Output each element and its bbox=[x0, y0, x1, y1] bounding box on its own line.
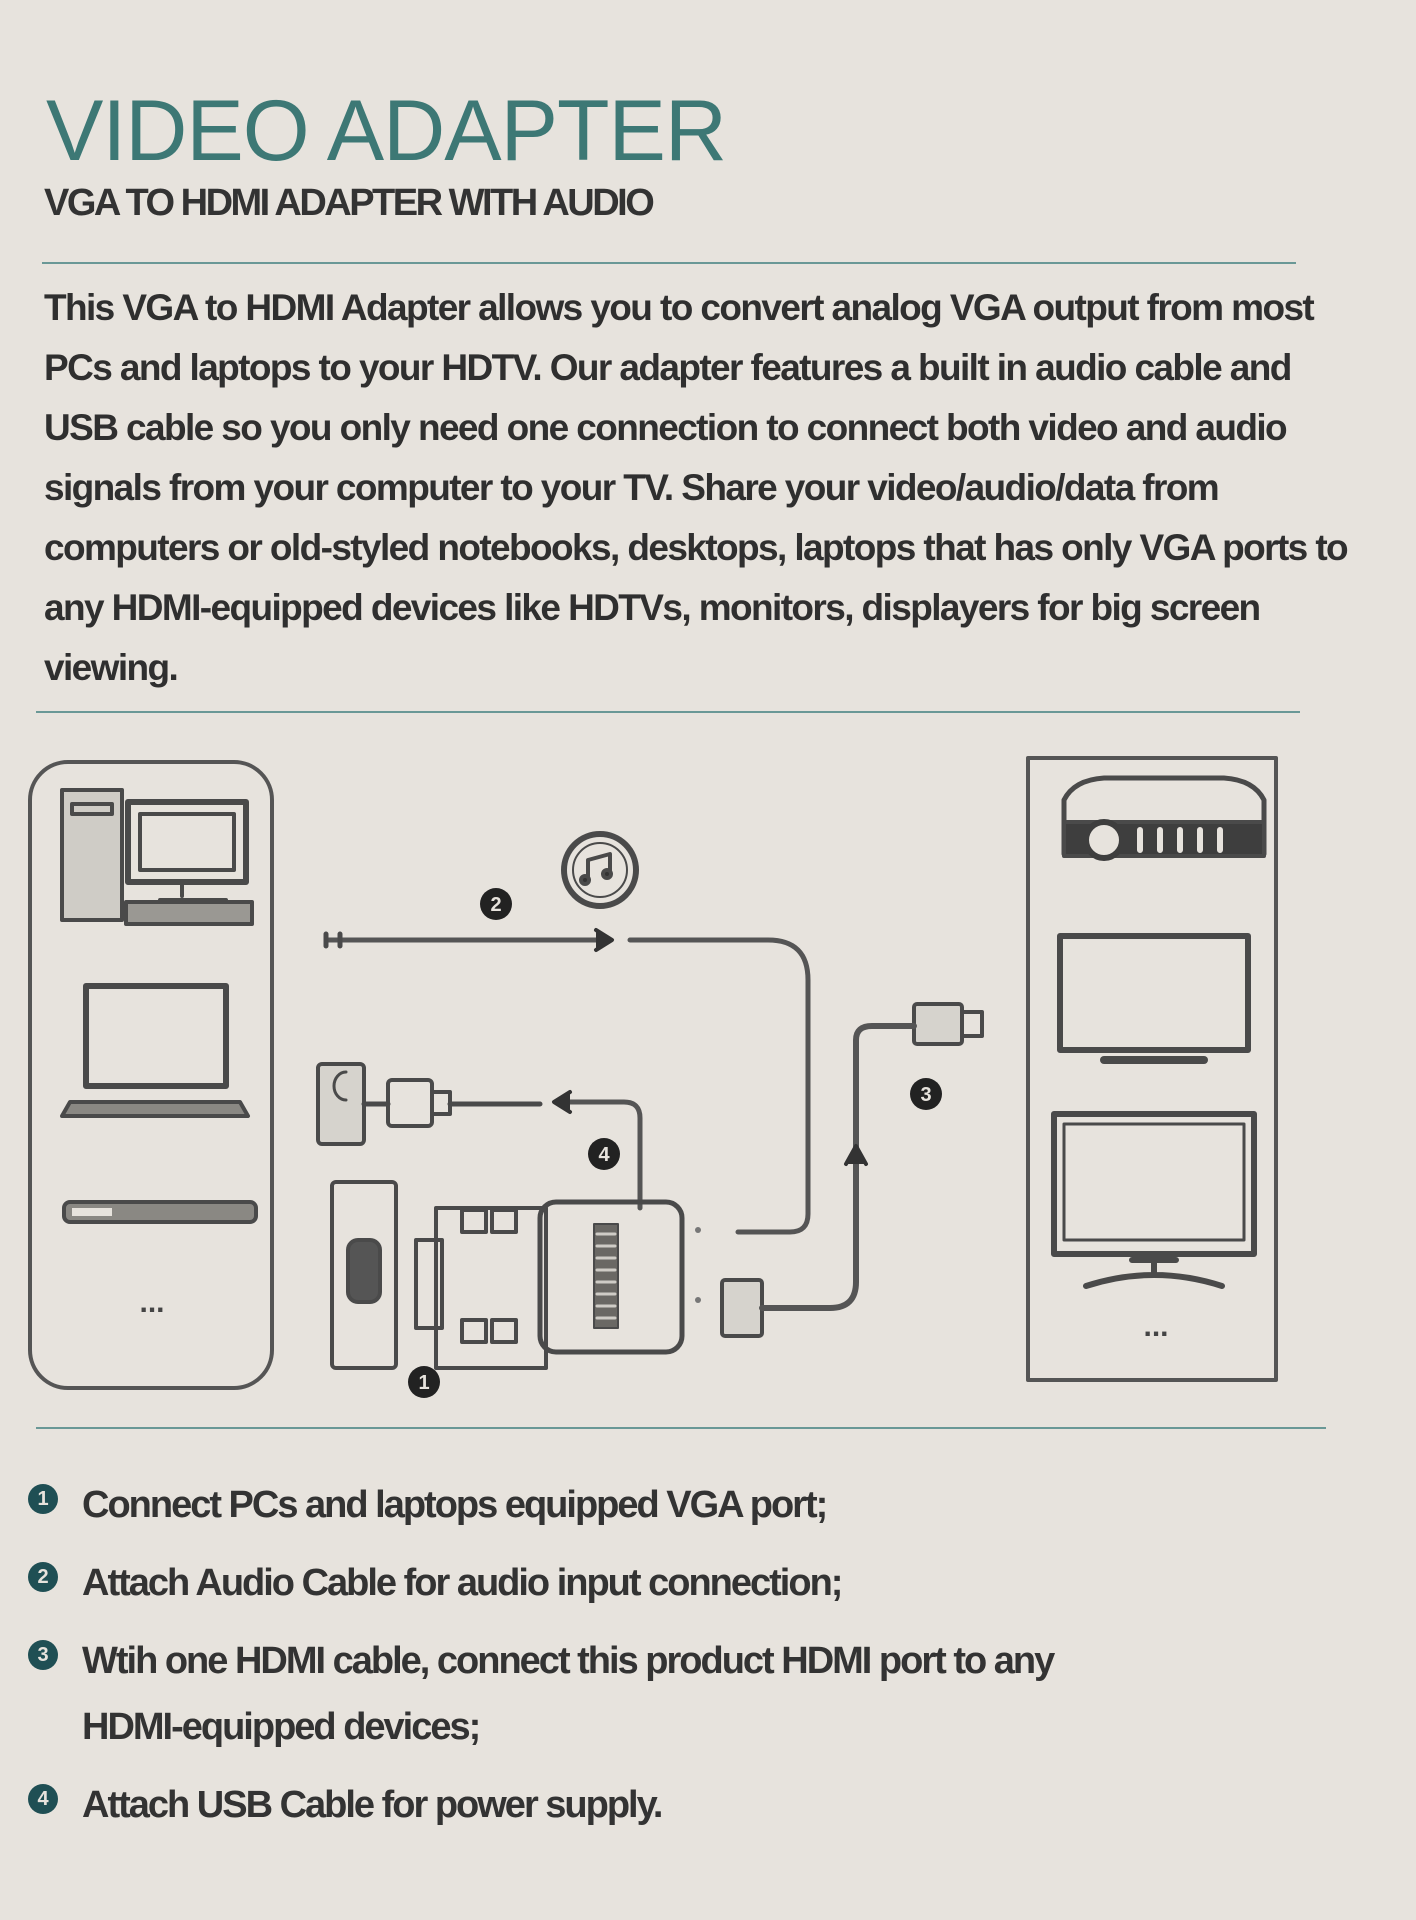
callout-4: 4 bbox=[598, 1144, 610, 1166]
instruction-steps: 1 Connect PCs and laptops equipped VGA p… bbox=[28, 1472, 1122, 1850]
hdmi-arrow bbox=[844, 1144, 868, 1166]
page-subtitle: VGA TO HDMI ADAPTER WITH AUDIO bbox=[44, 182, 655, 224]
usb-arrow bbox=[552, 1090, 572, 1114]
list-item: 1 Connect PCs and laptops equipped VGA p… bbox=[28, 1472, 1122, 1538]
desktop-pc-icon bbox=[60, 788, 254, 926]
display-devices-more: ... bbox=[1143, 1310, 1168, 1343]
audio-icon bbox=[561, 831, 639, 909]
monitor-icon bbox=[1057, 933, 1251, 1064]
vga-to-hdmi-adapter-icon bbox=[414, 1199, 701, 1370]
usb-cable bbox=[557, 1099, 643, 1211]
audio-cable bbox=[323, 937, 811, 1235]
list-item: 2 Attach Audio Cable for audio input con… bbox=[28, 1550, 1122, 1616]
tv-icon bbox=[1051, 1111, 1257, 1289]
step-number-badge: 4 bbox=[28, 1784, 58, 1814]
display-devices-panel bbox=[1026, 756, 1278, 1382]
step-number-badge: 2 bbox=[28, 1562, 58, 1592]
set-top-box-icon bbox=[62, 1200, 258, 1224]
step-text: Wtih one HDMI cable, connect this produc… bbox=[82, 1640, 1055, 1748]
hdmi-plug-icon bbox=[720, 1002, 984, 1338]
usb-plug-icon bbox=[316, 1062, 543, 1146]
audio-arrow bbox=[594, 928, 614, 952]
callout-1: 1 bbox=[418, 1372, 429, 1394]
audio-cable-plug bbox=[323, 931, 343, 949]
callout-badges: 2 3 4 1 bbox=[408, 888, 942, 1398]
step-text: Attach USB Cable for power supply. bbox=[82, 1784, 663, 1826]
list-item: 3 Wtih one HDMI cable, connect this prod… bbox=[28, 1628, 1122, 1760]
divider bbox=[36, 711, 1300, 713]
step-number-badge: 1 bbox=[28, 1484, 58, 1514]
projector-icon bbox=[1061, 775, 1267, 861]
divider bbox=[42, 262, 1296, 264]
divider bbox=[36, 1427, 1326, 1429]
step-text: Connect PCs and laptops equipped VGA por… bbox=[82, 1484, 828, 1526]
product-description: This VGA to HDMI Adapter allows you to c… bbox=[44, 287, 1349, 688]
connection-diagram: 2 3 4 1 ... ... bbox=[28, 756, 1278, 1398]
hdmi-cable bbox=[759, 1023, 917, 1311]
step-text: Attach Audio Cable for audio input conne… bbox=[82, 1562, 843, 1604]
list-item: 4 Attach USB Cable for power supply. bbox=[28, 1772, 1122, 1838]
source-devices-more: ... bbox=[139, 1286, 164, 1319]
callout-3: 3 bbox=[920, 1084, 931, 1106]
laptop-icon bbox=[60, 983, 250, 1118]
source-devices-panel bbox=[28, 760, 274, 1390]
step-number-badge: 3 bbox=[28, 1640, 58, 1670]
page-title: VIDEO ADAPTER bbox=[46, 83, 727, 179]
vga-port-icon bbox=[330, 1180, 398, 1370]
callout-2: 2 bbox=[490, 894, 501, 916]
